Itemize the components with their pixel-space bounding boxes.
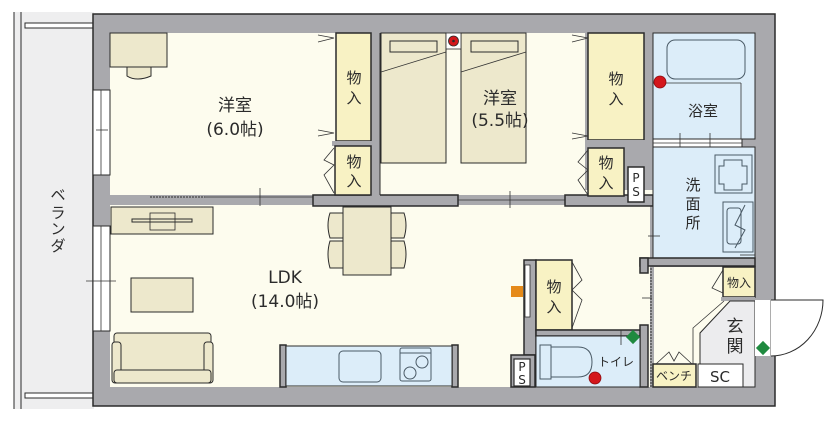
- svg-text:ダ: ダ: [50, 237, 65, 255]
- bench: [652, 363, 697, 388]
- svg-text:S: S: [632, 185, 640, 199]
- kitchen-counter: [279, 344, 459, 388]
- svg-text:物: 物: [346, 153, 361, 171]
- sensor-icon: [653, 75, 667, 89]
- toilet-icon: [550, 346, 593, 378]
- svg-text:ラ: ラ: [50, 204, 65, 222]
- bed-left: [380, 32, 447, 164]
- bathroom-label: 浴室: [688, 102, 718, 120]
- svg-text:入: 入: [346, 172, 361, 190]
- western-room-1-label: 洋室: [218, 96, 252, 116]
- bathroom: [652, 32, 756, 140]
- svg-text:P: P: [632, 171, 639, 185]
- toilet-room: [535, 335, 641, 388]
- washroom: [652, 146, 756, 260]
- svg-text:玄: 玄: [727, 317, 744, 337]
- chair: [126, 66, 152, 80]
- washing-machine: [714, 154, 753, 194]
- closet-6: [722, 266, 756, 298]
- svg-text:面: 面: [685, 195, 700, 213]
- sensor-icon: [588, 371, 602, 385]
- svg-text:物: 物: [608, 70, 623, 88]
- closet-4: [587, 147, 625, 197]
- svg-text:ベ: ベ: [50, 186, 65, 204]
- bathtub: [666, 39, 746, 80]
- sink-icon: [338, 350, 382, 383]
- entrance-door[interactable]: [770, 299, 824, 357]
- svg-text:入: 入: [346, 89, 361, 107]
- sofa: [111, 332, 214, 384]
- svg-text:S: S: [518, 373, 526, 387]
- closet-3: [587, 32, 645, 141]
- svg-text:所: 所: [685, 214, 700, 232]
- vanity-sink: [722, 201, 754, 253]
- coffee-table: [130, 277, 194, 313]
- svg-text:物: 物: [546, 278, 561, 296]
- svg-text:物: 物: [346, 69, 361, 87]
- balcony-label: ベ ラ ン ダ: [50, 186, 65, 255]
- svg-text:入: 入: [598, 174, 613, 192]
- svg-text:関: 関: [727, 337, 744, 357]
- closet-2: [334, 145, 372, 196]
- ldk-size: (14.0帖): [251, 292, 319, 312]
- shoe-cabinet: [697, 363, 744, 388]
- svg-text:P: P: [518, 360, 525, 374]
- western-room-1-size: (6.0帖): [206, 120, 263, 140]
- western-room-2-size: (5.5帖): [471, 111, 528, 131]
- desk: [109, 32, 168, 68]
- green-marker-icon: [755, 340, 771, 356]
- western-room-2-label: 洋室: [483, 89, 517, 109]
- svg-text:入: 入: [608, 90, 623, 108]
- stove-icon: [399, 347, 432, 382]
- green-marker-icon: [625, 329, 641, 345]
- svg-text:トイレ: トイレ: [598, 355, 634, 369]
- svg-text:ベンチ: ベンチ: [656, 369, 692, 383]
- svg-text:SC: SC: [710, 368, 730, 386]
- pipe-space: [627, 166, 645, 203]
- svg-text:ン: ン: [50, 220, 65, 238]
- ldk-label: LDK: [268, 268, 303, 288]
- svg-text:洗: 洗: [685, 176, 700, 194]
- svg-text:入: 入: [546, 298, 561, 316]
- svg-text:物: 物: [598, 154, 613, 172]
- dining-set: [327, 206, 407, 276]
- svg-text:物入: 物入: [727, 276, 751, 290]
- balcony: [13, 12, 94, 409]
- closet-5: [535, 259, 573, 331]
- closet-1: [335, 32, 372, 142]
- intercom-icon: [511, 286, 523, 297]
- bed-right: [460, 32, 527, 164]
